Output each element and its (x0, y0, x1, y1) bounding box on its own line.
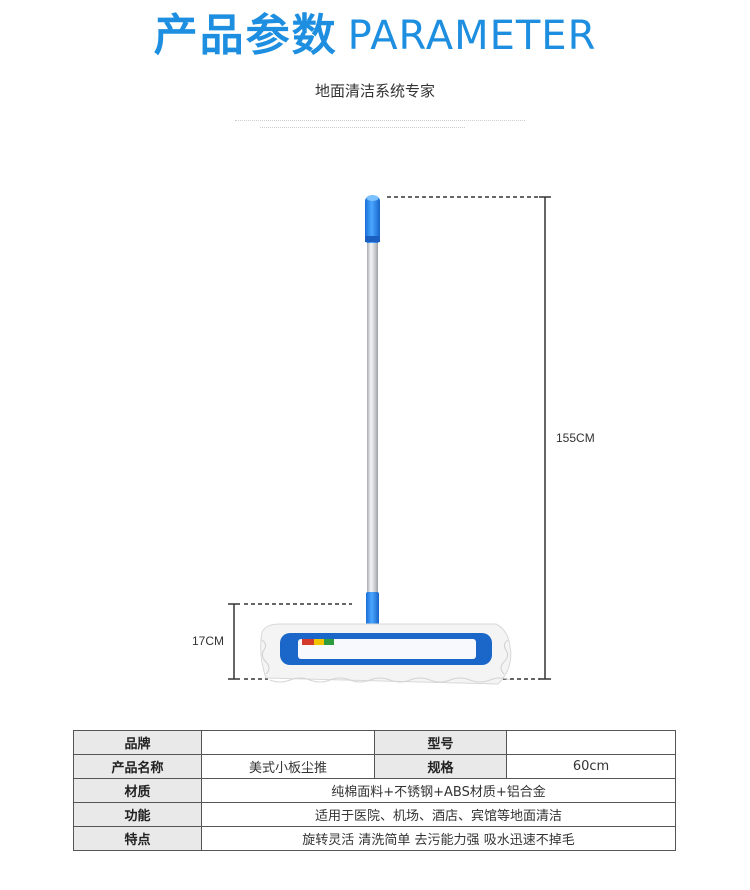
material-label: 材质 (73, 778, 202, 803)
total-height-label: 155CM (556, 431, 595, 445)
table-row: 材质 纯棉面料+不锈钢+ABS材质+铝合金 (73, 778, 676, 803)
title-chinese: 产品参数 (153, 10, 338, 61)
product-name-value: 美式小板尘推 (201, 754, 375, 779)
product-illustration: 155CM 17CM (192, 195, 595, 685)
table-row: 特点 旋转灵活 清洗简单 去污能力强 吸水迅速不掉毛 (73, 826, 676, 851)
head-height-label: 17CM (192, 634, 225, 648)
mop-pole (367, 243, 378, 595)
decorative-divider (235, 120, 525, 121)
table-row: 功能 适用于医院、机场、酒店、宾馆等地面清洁 (73, 802, 676, 827)
feature-value: 旋转灵活 清洗简单 去污能力强 吸水迅速不掉毛 (201, 826, 676, 851)
material-value: 纯棉面料+不锈钢+ABS材质+铝合金 (201, 778, 676, 803)
table-row: 品牌 型号 (73, 730, 676, 755)
specification-table: 品牌 型号 产品名称 美式小板尘推 规格 60cm 材质 纯棉面料+不锈钢+AB… (73, 730, 676, 851)
model-value (506, 730, 676, 755)
function-value: 适用于医院、机场、酒店、宾馆等地面清洁 (201, 802, 676, 827)
product-name-label: 产品名称 (73, 754, 202, 779)
decorative-divider (260, 127, 465, 128)
mop-drawing (228, 195, 551, 685)
mop-handle-grip (365, 195, 380, 244)
brand-value (201, 730, 375, 755)
mop-head-frame (280, 633, 492, 665)
model-label: 型号 (374, 730, 507, 755)
head-height-dimension-lines (228, 603, 352, 680)
title-english: PARAMETER (347, 13, 597, 59)
table-row: 产品名称 美式小板尘推 规格 60cm (73, 754, 676, 779)
feature-label: 特点 (73, 826, 202, 851)
function-label: 功能 (73, 802, 202, 827)
size-label: 规格 (374, 754, 507, 779)
brand-label: 品牌 (73, 730, 202, 755)
size-value: 60cm (506, 754, 676, 779)
height-dimension-lines (387, 196, 551, 680)
page-subtitle: 地面清洁系统专家 (314, 82, 435, 100)
